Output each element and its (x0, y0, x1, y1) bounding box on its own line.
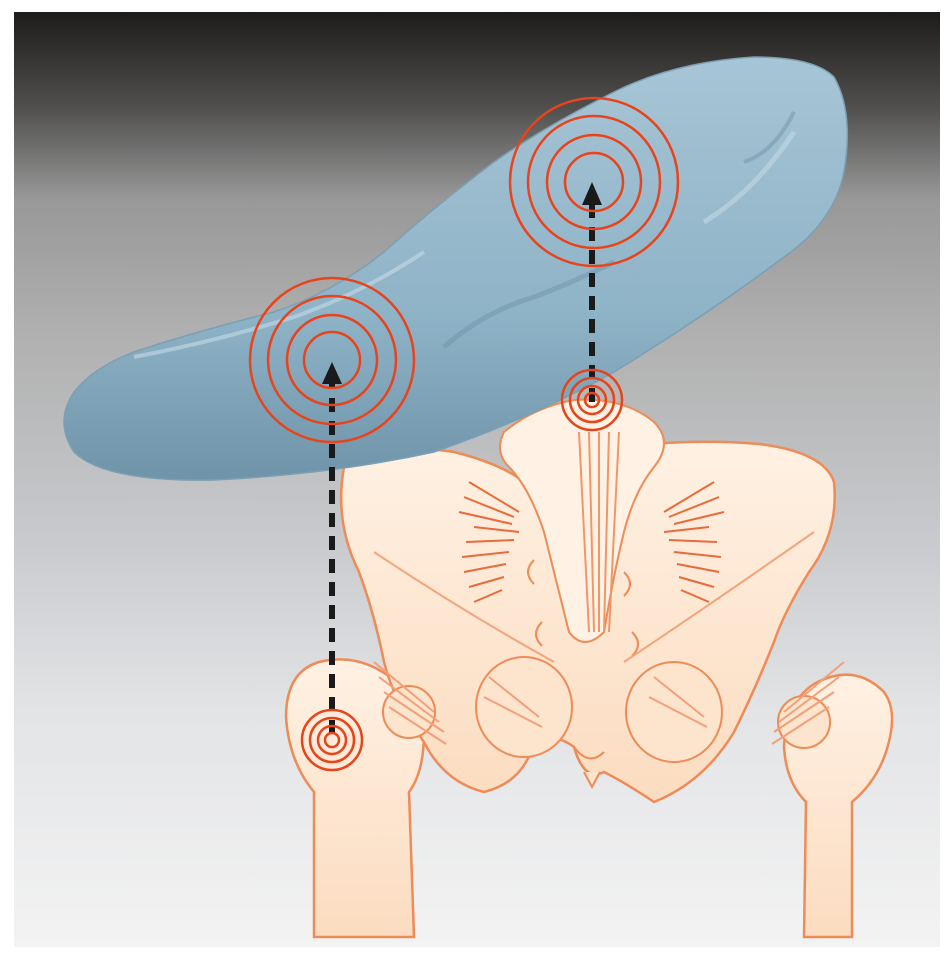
insole (64, 57, 847, 480)
illustration-panel (14, 12, 940, 947)
insole-pelvis-illustration (14, 12, 940, 947)
